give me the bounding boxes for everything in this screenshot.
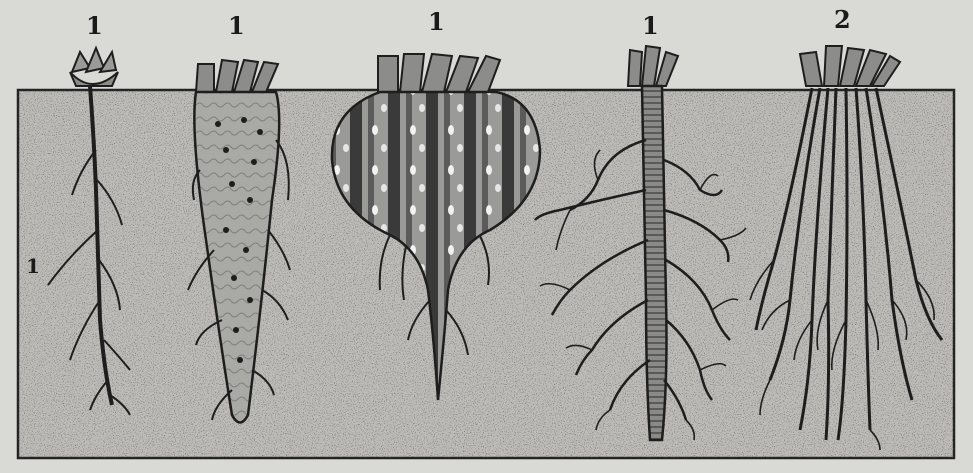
plant-3-leaves — [378, 54, 500, 92]
plant-5-leaves — [800, 46, 900, 86]
plant-label-1: 1 — [86, 14, 103, 38]
plant-2-leaves — [196, 60, 278, 92]
plant-label-4: 1 — [642, 14, 659, 38]
plant-1-leaves — [70, 48, 118, 86]
side-marker-label: 1 — [26, 256, 40, 276]
plant-4-leaves — [628, 46, 678, 86]
plant-label-3: 1 — [428, 10, 445, 34]
plant-label-5: 2 — [834, 8, 851, 32]
plant-label-2: 1 — [228, 14, 245, 38]
